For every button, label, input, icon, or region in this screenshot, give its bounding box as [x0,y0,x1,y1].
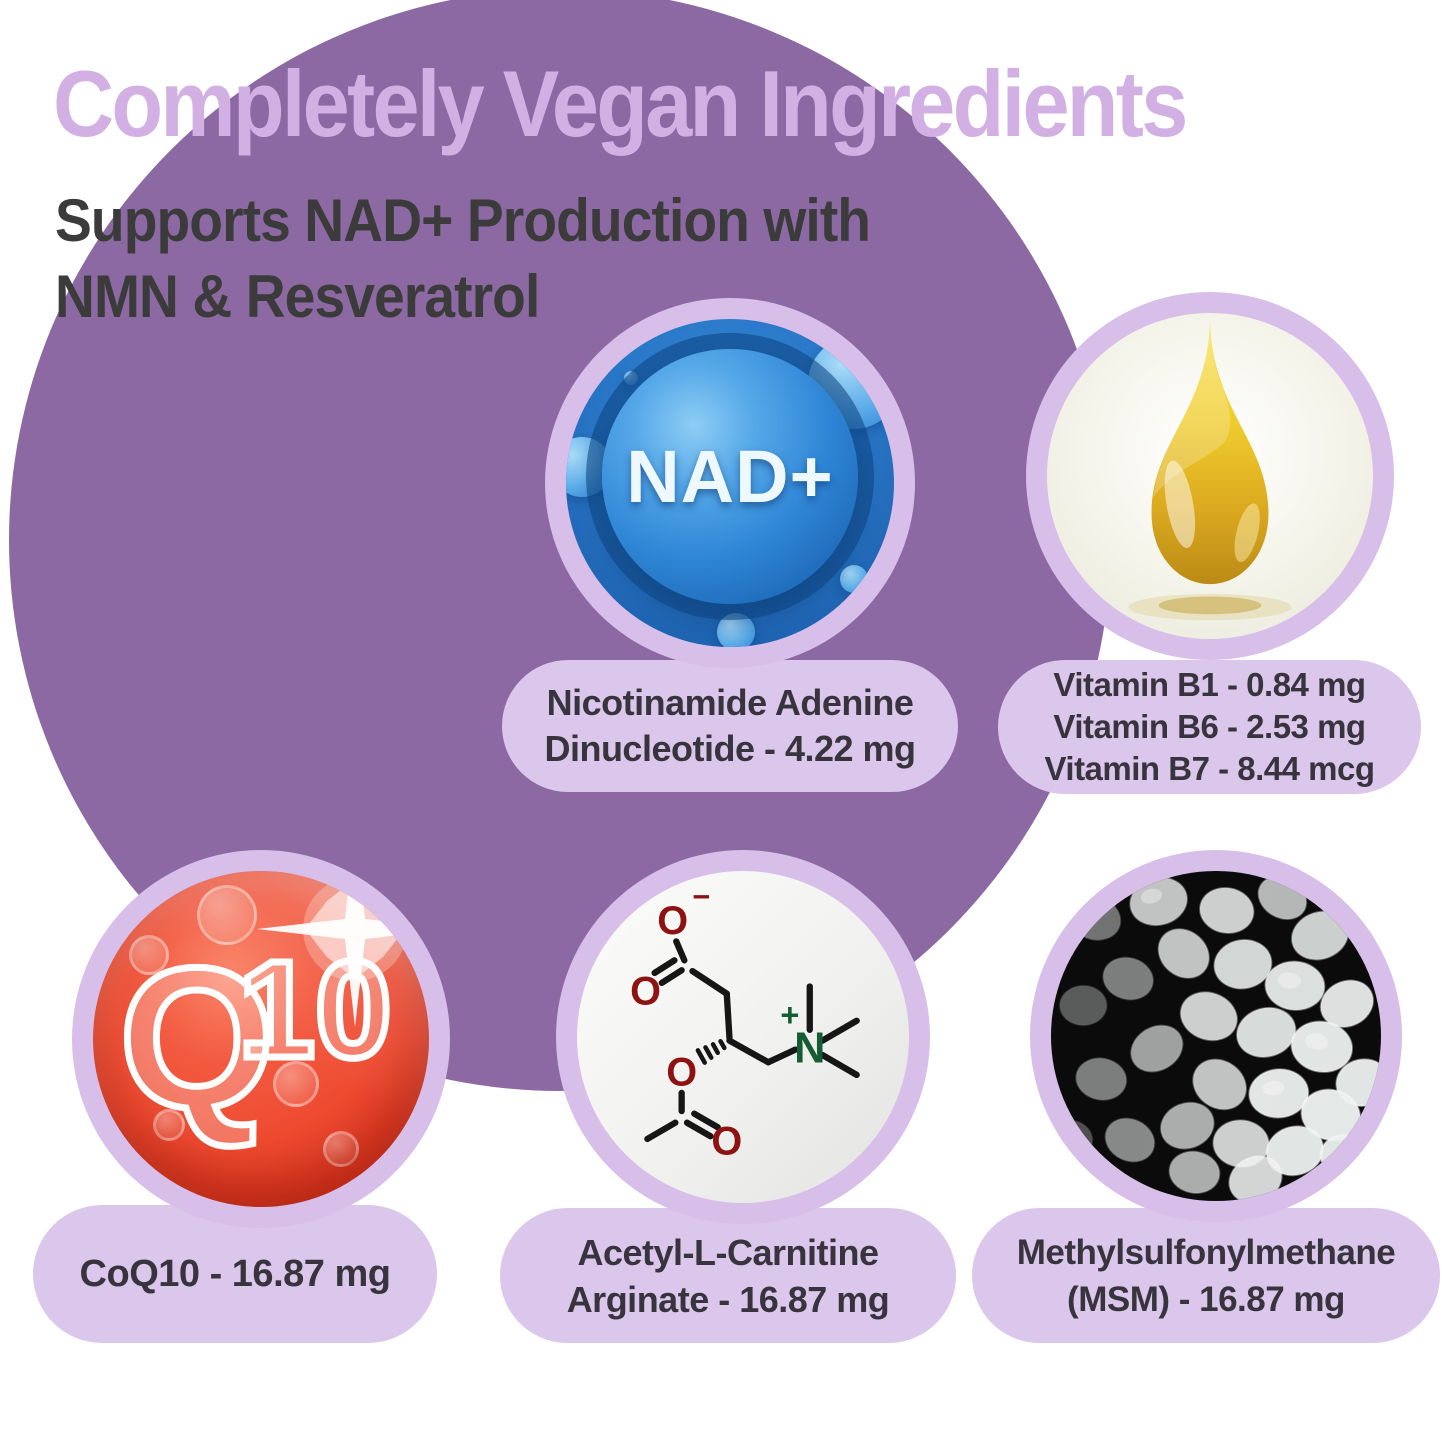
carnitine-label-line-2: Arginate - 16.87 mg [566,1278,890,1320]
oil-drop-icon [1128,320,1292,621]
carbonyl-oxygen-label: O [630,970,661,1014]
vitamin-b6-label: Vitamin B6 - 2.53 mg [1053,708,1366,745]
blue-bubble-icon [624,371,638,385]
sparkle-icon [257,871,429,1027]
chem-structure-icon: O − O O O N + [630,880,860,1163]
page-subtitle: Supports NAD+ Production with NMN & Resv… [55,183,871,335]
blue-bubble-icon [840,565,868,593]
coq10-sphere-illustration: Q 10 [93,871,429,1207]
vitamin-b7-label: Vitamin B7 - 8.44 mcg [1044,750,1375,787]
msm-image-circle [1030,850,1402,1222]
nitrogen-label: N [794,1024,825,1072]
msm-label-line-2: (MSM) - 16.87 mg [1067,1279,1345,1319]
coq10-label: CoQ10 - 16.87 mg [79,1253,391,1295]
subtitle-line-2: NMN & Resveratrol [55,263,540,330]
nad-sphere-illustration: NAD+ [566,319,894,647]
vitamin-b1-label: Vitamin B1 - 0.84 mg [1053,666,1366,703]
nad-sphere-text: NAD+ [626,434,834,518]
carnitine-structure-illustration: O − O O O N + [577,871,909,1203]
nad-label-line-2: Dinucleotide - 4.22 mg [544,728,916,769]
msm-label-line-1: Methylsulfonylmethane [1016,1232,1396,1272]
blue-bubble-icon [716,613,755,647]
carboxylate-charge-label: − [693,880,711,914]
coq10-image-circle: Q 10 [72,850,450,1228]
nitrogen-charge-label: + [780,997,799,1033]
vitamin-b-image-circle [1026,292,1394,660]
nad-molecule-sphere: NAD+ [602,348,858,605]
carnitine-label-line-1: Acetyl-L-Carnitine [577,1231,879,1273]
carnitine-image-circle: O − O O O N + [556,850,930,1224]
subtitle-line-1: Supports NAD+ Production with [55,187,871,254]
label-pill-coq10: CoQ10 - 16.87 mg [33,1205,437,1343]
nad-image-circle: NAD+ [545,298,915,668]
nad-label-line-1: Nicotinamide Adenine [546,682,914,723]
label-pill-nad: Nicotinamide Adenine Dinucleotide - 4.22… [502,660,958,792]
msm-granules-icon [1051,875,1381,1201]
msm-granules-illustration [1051,871,1381,1201]
ester-oxygen-label: O [666,1051,697,1095]
carboxylate-oxygen-label: O [657,899,688,943]
q10-letter-q: Q [119,927,275,1150]
label-pill-carnitine: Acetyl-L-Carnitine Arginate - 16.87 mg [500,1208,956,1343]
oil-drop-illustration [1047,313,1373,639]
acetyl-oxygen-label: O [711,1119,742,1163]
label-pill-msm: Methylsulfonylmethane (MSM) - 16.87 mg [972,1208,1440,1343]
page-title: Completely Vegan Ingredients [53,51,1188,156]
label-pill-vitamin-b: Vitamin B1 - 0.84 mg Vitamin B6 - 2.53 m… [998,660,1421,794]
